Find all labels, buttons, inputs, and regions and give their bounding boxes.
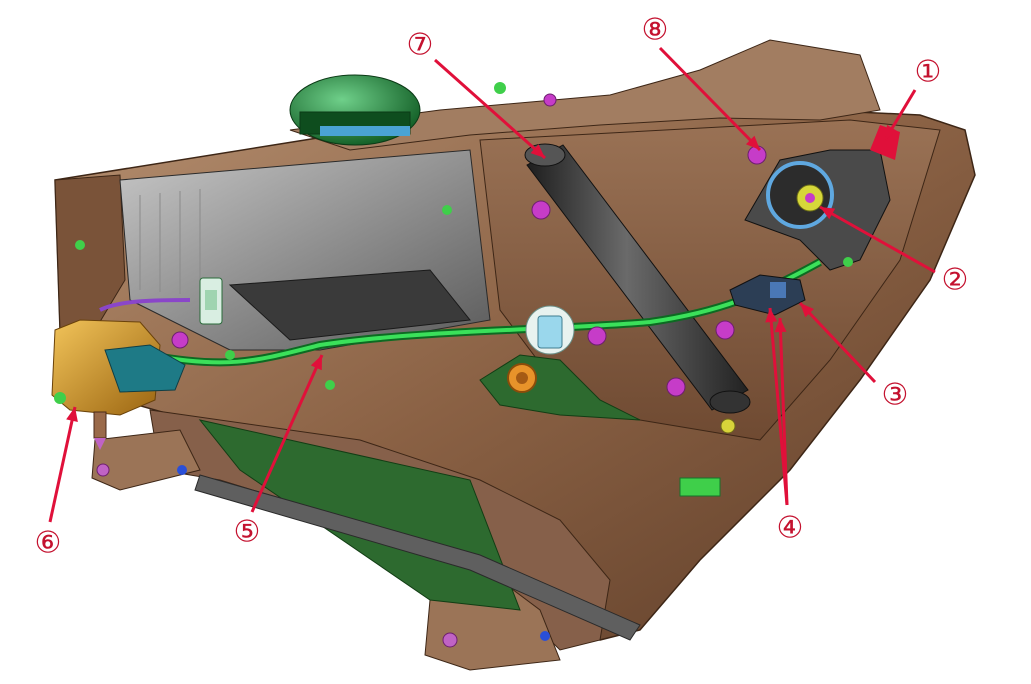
- leader-line-6: [48, 406, 77, 523]
- blue-rivet: [540, 631, 550, 641]
- callout-label-6: ⑥: [35, 526, 62, 561]
- blue-rivet: [177, 465, 187, 475]
- housing-left-foot: [91, 429, 201, 491]
- leader-arrowhead-2: [820, 207, 836, 220]
- vacuum-hose: [99, 258, 822, 367]
- leader-line-5: [250, 354, 324, 513]
- callout-label-5: ⑤: [234, 515, 261, 550]
- mode-door-actuator: [51, 319, 186, 450]
- leader-line-3: [798, 301, 877, 384]
- fastener-screw: [715, 320, 735, 340]
- sensor-module: [199, 277, 223, 325]
- fastener-screw: [666, 377, 686, 397]
- green-clip: [325, 380, 335, 390]
- blower-motor-dome: [289, 74, 421, 146]
- leader-line-8: [658, 46, 762, 152]
- fasteners: [75, 82, 853, 648]
- drive-gear: [479, 354, 641, 421]
- green-clip: [442, 205, 452, 215]
- callout-label-1: ①: [915, 55, 942, 90]
- callout-leaders: [48, 46, 936, 523]
- fastener-screw: [96, 463, 110, 477]
- fastener-screw: [543, 93, 557, 107]
- leader-line-7: [434, 58, 546, 160]
- leader-arrowhead-3: [800, 303, 814, 318]
- lower-green-core: [198, 419, 521, 611]
- leader-line-4: [768, 307, 789, 506]
- callout-label-2: ②: [942, 263, 969, 298]
- tube-bottom-cap: [709, 390, 751, 414]
- bottom-rail: [194, 474, 641, 641]
- fastener-screw: [587, 326, 607, 346]
- leader-line-2: [819, 205, 936, 274]
- housing-top-rim: [289, 39, 881, 151]
- green-clip: [494, 82, 506, 94]
- leader-arrowhead-4: [774, 318, 787, 333]
- callout-label-4: ④: [777, 511, 804, 546]
- callout-label-7: ⑦: [407, 28, 434, 63]
- fastener-screw: [171, 331, 189, 349]
- fastener-screw: [442, 632, 458, 648]
- hose-connector: [525, 305, 575, 355]
- leader-arrowhead-5: [310, 355, 322, 371]
- fastener-screw: [531, 200, 551, 220]
- vacuum-reservoir-tube: [524, 143, 751, 434]
- green-clip: [843, 257, 853, 267]
- green-clip: [75, 240, 85, 250]
- right-actuator-assembly: [729, 125, 900, 316]
- leader-arrowhead-4: [765, 308, 778, 323]
- leader-arrowhead-7: [530, 144, 545, 158]
- callout-labels: ① ② ③ ④ ⑤ ⑥ ⑦ ⑧: [35, 13, 969, 561]
- green-clip: [679, 477, 721, 497]
- cavity-shelf: [228, 269, 471, 341]
- leader-arrowhead-8: [745, 135, 760, 150]
- leader-line-4: [778, 317, 789, 506]
- evaporator-fins: [139, 189, 201, 296]
- callout-label-8: ⑧: [642, 13, 669, 48]
- callout-label-3: ③: [882, 378, 909, 413]
- tube-end-fitting: [720, 418, 736, 434]
- leader-arrowhead-6: [66, 407, 78, 422]
- leader-arrowhead-1: [885, 124, 898, 140]
- green-clip: [225, 350, 235, 360]
